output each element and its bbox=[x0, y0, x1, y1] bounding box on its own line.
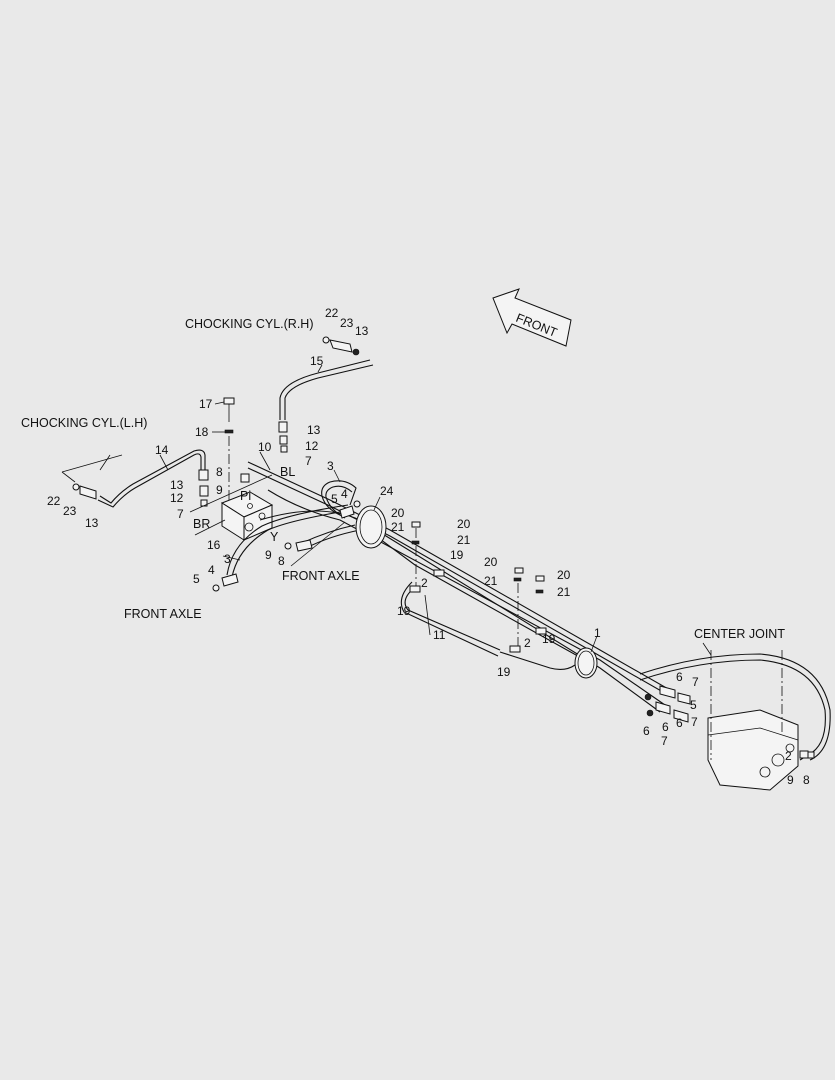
callout: 4 bbox=[208, 563, 215, 577]
callout: 5 bbox=[331, 492, 338, 506]
callout: 7 bbox=[177, 507, 184, 521]
callout: 24 bbox=[380, 484, 394, 498]
callout: 21 bbox=[484, 574, 498, 588]
clamp-rings bbox=[355, 505, 598, 679]
callout: 7 bbox=[691, 715, 698, 729]
center-fittings bbox=[644, 685, 691, 723]
callout: 19 bbox=[497, 665, 511, 679]
callout: 6 bbox=[662, 720, 669, 734]
callouts: 22 23 13 15 17 18 13 12 7 10 8 9 14 13 1… bbox=[47, 306, 810, 787]
callout: 12 bbox=[170, 491, 184, 505]
callout: 1 bbox=[594, 626, 601, 640]
callout: 13 bbox=[170, 478, 184, 492]
callout: 5 bbox=[690, 698, 697, 712]
front-arrow: FRONT bbox=[492, 288, 572, 347]
callout: 21 bbox=[391, 520, 405, 534]
callout: 20 bbox=[391, 506, 405, 520]
callout: 5 bbox=[193, 572, 200, 586]
callout: 7 bbox=[692, 675, 699, 689]
front-axle-fittings bbox=[212, 500, 361, 592]
callout: 19 bbox=[397, 604, 411, 618]
captions: CHOCKING CYL.(R.H) CHOCKING CYL.(L.H) FR… bbox=[21, 317, 785, 641]
callout: 19 bbox=[450, 548, 464, 562]
bolt-17 bbox=[223, 397, 235, 505]
caption-chocking-rh: CHOCKING CYL.(R.H) bbox=[185, 317, 313, 331]
callout: 3 bbox=[327, 459, 334, 473]
callout: 9 bbox=[265, 548, 272, 562]
callout: 15 bbox=[310, 354, 324, 368]
pipe-14-lh bbox=[72, 449, 209, 508]
callout: 21 bbox=[557, 585, 571, 599]
callout: 9 bbox=[216, 483, 223, 497]
caption-center-joint: CENTER JOINT bbox=[694, 627, 785, 641]
callout: 8 bbox=[216, 465, 223, 479]
callout: 23 bbox=[63, 504, 77, 518]
callout: 13 bbox=[355, 324, 369, 338]
callout: 20 bbox=[557, 568, 571, 582]
callout: 17 bbox=[199, 397, 213, 411]
callout: 19 bbox=[542, 632, 556, 646]
callout: 3 bbox=[224, 552, 231, 566]
callout: 9 bbox=[787, 773, 794, 787]
center-joint bbox=[707, 650, 815, 791]
callout: 20 bbox=[484, 555, 498, 569]
callout: 2 bbox=[421, 576, 428, 590]
port-y-label: Y bbox=[270, 530, 279, 544]
callout: 14 bbox=[155, 443, 169, 457]
leader-lines bbox=[61, 364, 712, 656]
callout: 2 bbox=[524, 636, 531, 650]
callout: 12 bbox=[305, 439, 319, 453]
callout: 8 bbox=[803, 773, 810, 787]
callout: 6 bbox=[643, 724, 650, 738]
clamp-brackets bbox=[409, 521, 547, 653]
port-br-label: BR bbox=[193, 517, 210, 531]
callout: 11 bbox=[433, 628, 446, 642]
callout: 23 bbox=[340, 316, 354, 330]
callout: 8 bbox=[278, 554, 285, 568]
callout: 13 bbox=[85, 516, 99, 530]
port-pi-label: Pi bbox=[240, 489, 251, 503]
callout: 2 bbox=[785, 749, 792, 763]
callout: 10 bbox=[258, 440, 272, 454]
callout: 6 bbox=[676, 716, 683, 730]
callout: 18 bbox=[195, 425, 209, 439]
caption-chocking-lh: CHOCKING CYL.(L.H) bbox=[21, 416, 147, 430]
callout: 6 bbox=[676, 670, 683, 684]
callout: 20 bbox=[457, 517, 471, 531]
caption-front-axle-2: FRONT AXLE bbox=[282, 569, 360, 583]
callout: 16 bbox=[207, 538, 221, 552]
port-bl-label: BL bbox=[280, 465, 295, 479]
callout: 13 bbox=[307, 423, 321, 437]
callout: 22 bbox=[325, 306, 339, 320]
callout: 21 bbox=[457, 533, 471, 547]
pipe-15-rh bbox=[278, 336, 374, 453]
valve-block-16 bbox=[220, 473, 274, 541]
callout: 7 bbox=[661, 734, 668, 748]
callout: 22 bbox=[47, 494, 61, 508]
caption-front-axle-1: FRONT AXLE bbox=[124, 607, 202, 621]
callout: 4 bbox=[341, 487, 348, 501]
callout: 7 bbox=[305, 454, 312, 468]
